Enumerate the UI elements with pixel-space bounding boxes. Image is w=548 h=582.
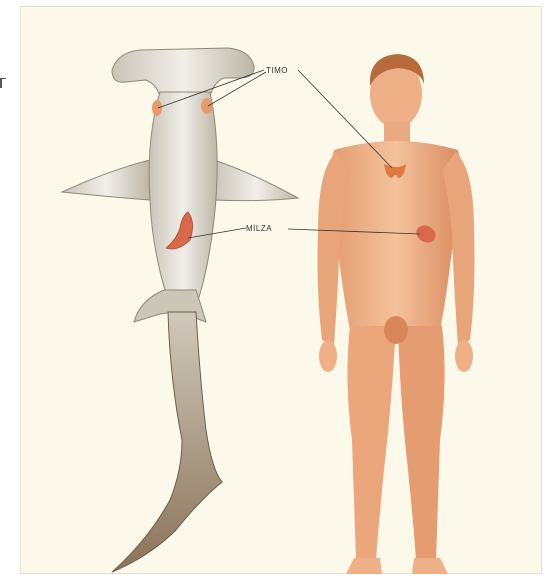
- human-right-foot: [412, 558, 448, 574]
- human-right-leg: [398, 326, 445, 560]
- shark-right-fin: [214, 160, 298, 201]
- spleen-label: MILZA: [246, 224, 272, 233]
- shark-thymus-left: [152, 100, 162, 116]
- human-left-hand: [319, 340, 337, 372]
- human-left-foot: [346, 558, 382, 574]
- human-neck: [384, 122, 410, 144]
- human-groin: [384, 316, 408, 344]
- shark-left-fin: [62, 160, 150, 200]
- human-right-hand: [455, 340, 473, 372]
- shark-head: [112, 48, 254, 96]
- human-left-leg: [347, 326, 396, 560]
- shark-figure: [62, 48, 298, 572]
- thymus-label: TIMO: [266, 66, 288, 75]
- shark-tail: [112, 312, 222, 572]
- human-figure: [318, 54, 475, 574]
- shark-body: [149, 92, 217, 300]
- shark-thymus-right: [201, 98, 213, 114]
